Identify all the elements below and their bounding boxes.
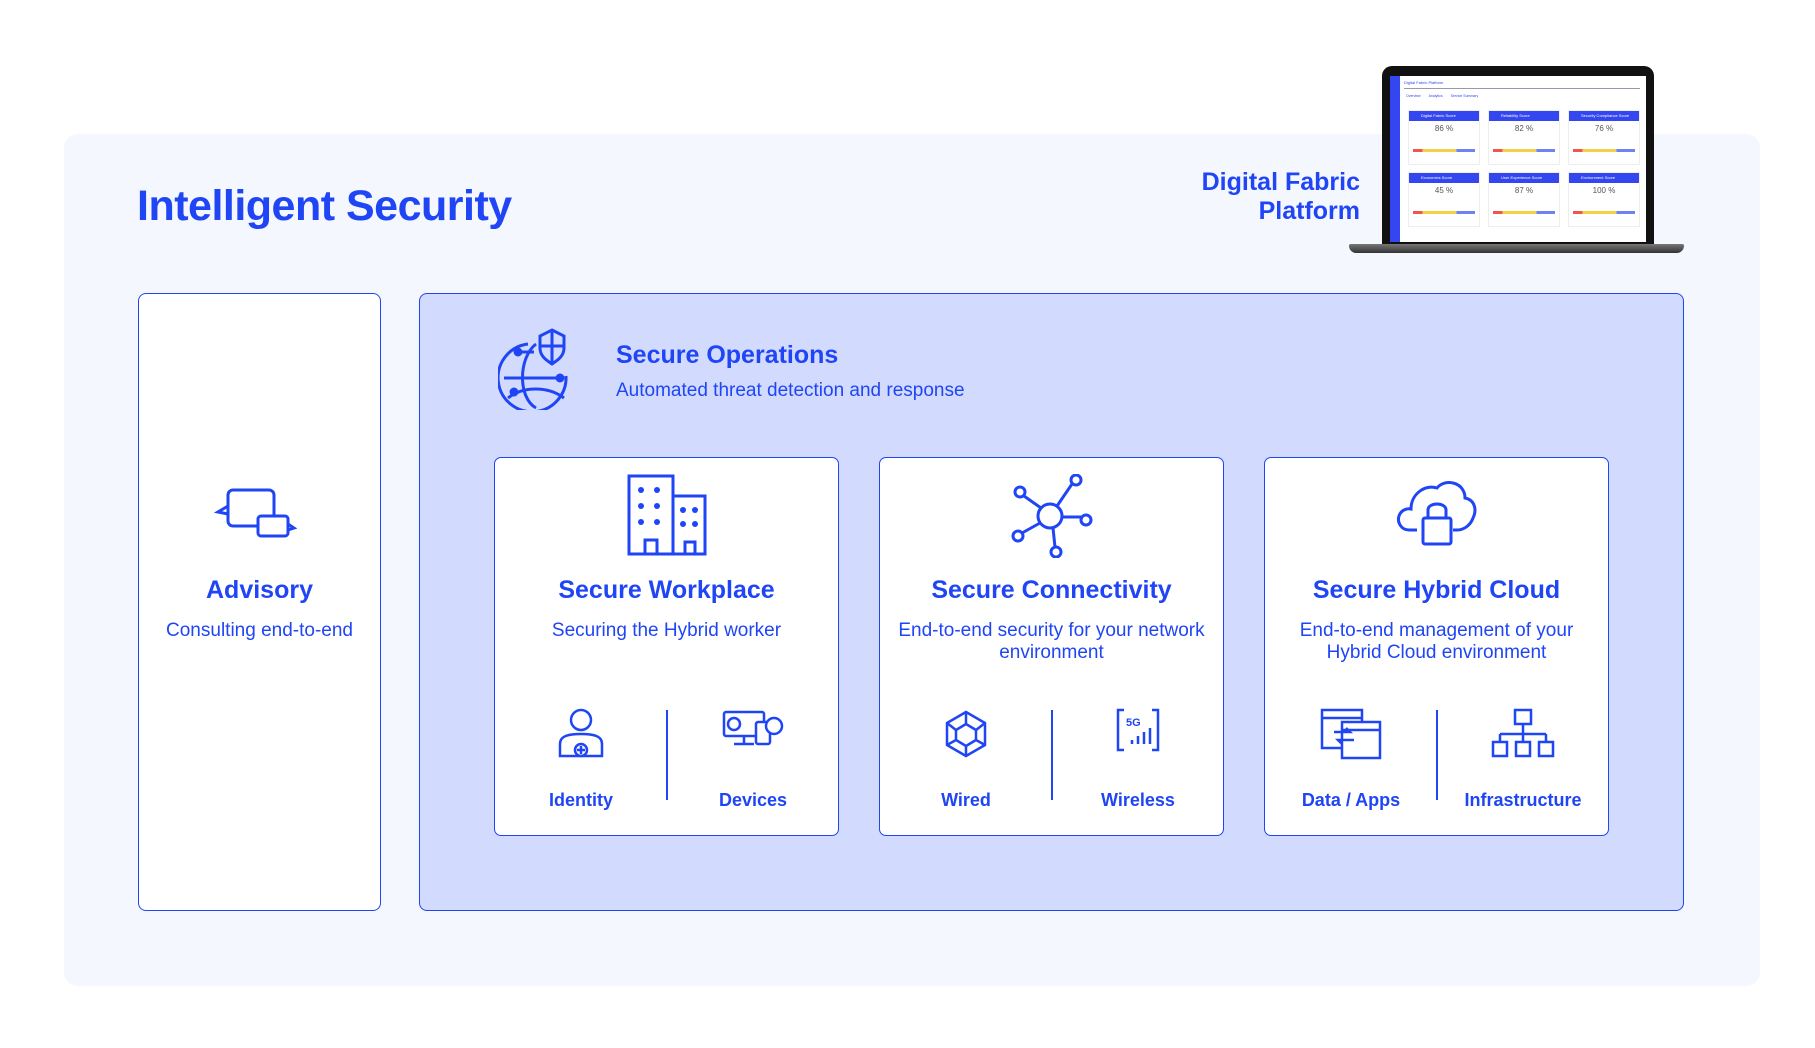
mini-score-title: Economics Score: [1409, 173, 1479, 183]
card-secure-connectivity: Secure Connectivity End-to-end security …: [879, 457, 1224, 836]
mini-score-title: Reliability Score: [1489, 111, 1559, 121]
mini-score-title: Environment Score: [1569, 173, 1639, 183]
mini-score-value: 82 %: [1514, 124, 1534, 133]
mini-score-card: Environment Score 100 %: [1568, 172, 1640, 227]
card-title: Secure Connectivity: [931, 576, 1172, 604]
mini-score-title: User Experience Score: [1489, 173, 1559, 183]
card-title: Secure Workplace: [558, 576, 775, 604]
page-title: Intelligent Security: [137, 182, 512, 230]
dash-tab: Analytics: [1428, 94, 1443, 98]
laptop-image: Digital Fabric Platform Overview Analytic…: [1349, 66, 1684, 258]
operations-title: Secure Operations: [616, 341, 839, 369]
laptop-screen: Digital Fabric Platform Overview Analytic…: [1382, 66, 1654, 246]
advisory-title: Advisory: [206, 576, 313, 604]
sub-label: Wireless: [1101, 790, 1175, 810]
mini-score-title: Digital Fabric Score: [1409, 111, 1479, 121]
divider: [666, 710, 668, 800]
globe-shield-icon: [498, 328, 568, 410]
mini-score-title: Security Compliance Score: [1569, 111, 1639, 121]
mini-score-bar: [1573, 149, 1635, 152]
mini-score-value: 100 %: [1592, 186, 1616, 195]
laptop-base: [1349, 244, 1684, 253]
network-hub-icon: [1011, 474, 1092, 558]
dashboard-screenshot: Digital Fabric Platform Overview Analytic…: [1390, 76, 1646, 242]
dashboard-title: Digital Fabric Platform: [1404, 80, 1444, 85]
advisory-box: Advisory Consulting end-to-end: [138, 293, 381, 911]
mini-score-card: Reliability Score 82 %: [1488, 110, 1560, 165]
mini-score-value: 76 %: [1594, 124, 1614, 133]
5g-signal-icon: 5G: [1116, 708, 1160, 752]
advisory-desc: Consulting end-to-end: [166, 620, 353, 641]
operations-desc: Automated threat detection and response: [616, 380, 965, 401]
chat-bubbles-icon: [214, 488, 298, 538]
mini-score-bar: [1573, 211, 1635, 214]
hierarchy-icon: [1491, 708, 1555, 758]
mini-score-value: 45 %: [1434, 186, 1454, 195]
cloud-lock-icon: [1396, 481, 1476, 546]
dashboard-tabs: Overview Analytics Service Summary: [1406, 94, 1478, 98]
data-apps-icon: [1320, 708, 1382, 760]
sub-label: Identity: [548, 790, 613, 810]
devices-icon: [722, 710, 784, 746]
platform-label-line1: Digital Fabric: [1201, 168, 1360, 196]
dashboard-rule: [1404, 88, 1640, 89]
card-desc: End-to-end management of your Hybrid Clo…: [1299, 620, 1574, 663]
platform-label-line2: Platform: [1258, 197, 1360, 225]
dashboard-sidebar: [1390, 76, 1400, 242]
identity-icon: [558, 708, 604, 758]
building-icon: [627, 474, 706, 556]
mini-score-card: User Experience Score 87 %: [1488, 172, 1560, 227]
card-secure-hybrid-cloud: Secure Hybrid Cloud End-to-end managemen…: [1264, 457, 1609, 836]
mini-score-value: 86 %: [1434, 124, 1454, 133]
card-title: Secure Hybrid Cloud: [1312, 576, 1561, 604]
mini-score-bar: [1413, 211, 1475, 214]
mini-score-value: 87 %: [1514, 186, 1534, 195]
wired-mesh-icon: [945, 710, 987, 758]
card-desc: Securing the Hybrid worker: [551, 620, 782, 641]
dash-tab: Overview: [1406, 94, 1421, 98]
dash-tab: Service Summary: [1450, 94, 1479, 98]
mini-score-card: Security Compliance Score 76 %: [1568, 110, 1640, 165]
mini-score-card: Digital Fabric Score 86 %: [1408, 110, 1480, 165]
divider: [1436, 710, 1438, 800]
card-secure-workplace: Secure Workplace Securing the Hybrid wor…: [494, 457, 839, 836]
sub-label: Wired: [941, 790, 991, 810]
sub-label: Data / Apps: [1301, 790, 1401, 810]
mini-score-bar: [1493, 149, 1555, 152]
divider: [1051, 710, 1053, 800]
svg-text:5G: 5G: [1126, 717, 1141, 729]
sub-label: Devices: [718, 790, 788, 810]
mini-score-card: Economics Score 45 %: [1408, 172, 1480, 227]
sub-label: Infrastructure: [1464, 790, 1582, 810]
mini-score-bar: [1493, 211, 1555, 214]
mini-score-bar: [1413, 149, 1475, 152]
card-desc: End-to-end security for your network env…: [898, 620, 1205, 663]
